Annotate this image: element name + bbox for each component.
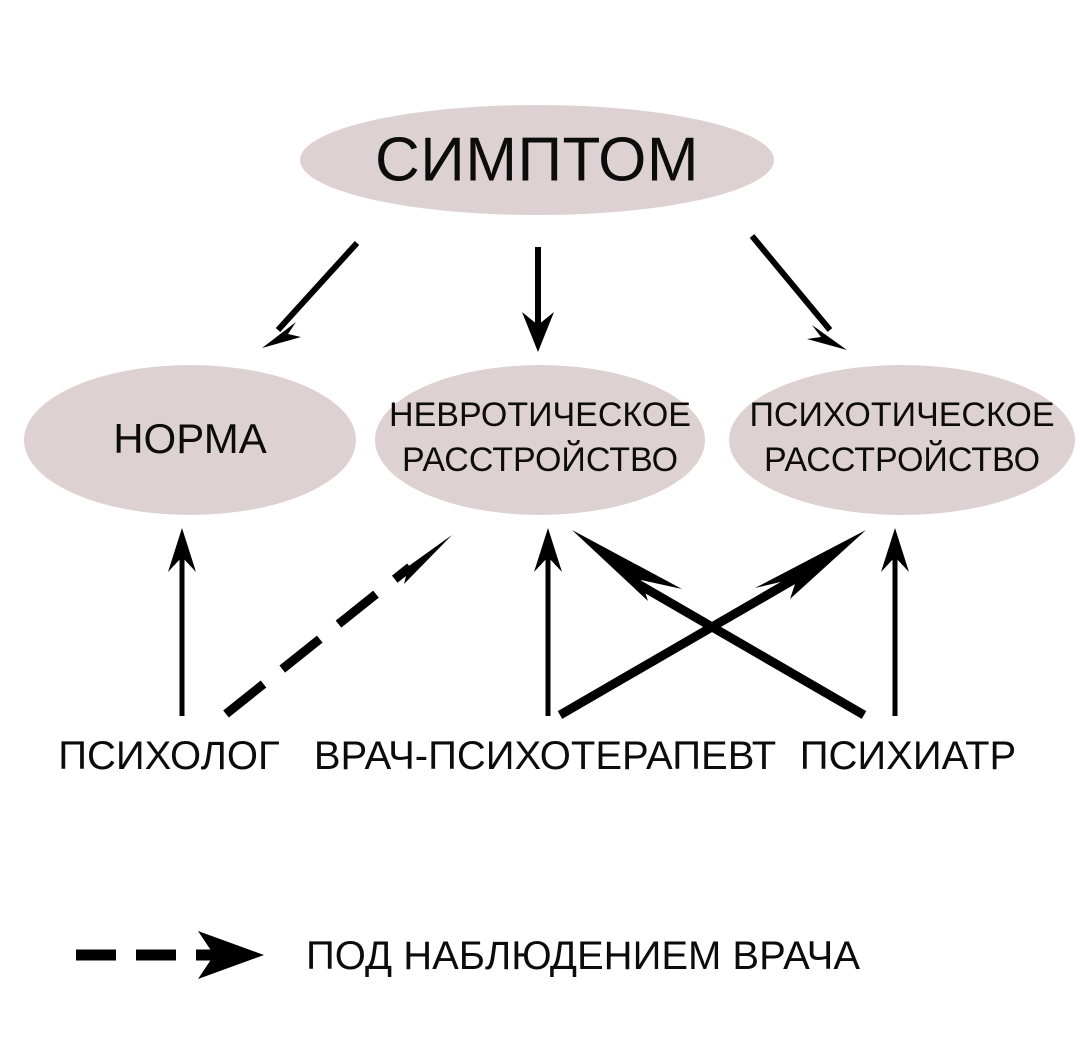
edge-psychologist-to-norm-arrowhead: [168, 528, 196, 572]
neurotic-label-line2: РАССТРОЙСТВО: [402, 441, 678, 479]
edge-psychologist-to-norm: [168, 528, 196, 716]
edge-psychiatrist-to-psychotic-arrowhead: [881, 528, 909, 572]
edge-psychologist-to-neurotic-arrowhead: [392, 535, 452, 584]
edge-psychiatrist-to-neurotic-line: [635, 580, 867, 719]
neurotic-ellipse: [375, 365, 705, 515]
symptom-label: СИМПТОМ: [375, 125, 699, 194]
node-symptom[interactable]: СИМПТОМ: [300, 105, 774, 215]
symptom-ellipse: [300, 105, 774, 215]
edge-symptom-to-norm-line: [275, 240, 360, 333]
edge-psychotherapist-to-psychotic: [557, 530, 866, 719]
edge-psychologist-to-neurotic-line: [223, 563, 413, 718]
node-psychotic[interactable]: ПСИХОТИЧЕСКОЕ РАССТРОЙСТВО: [729, 365, 1075, 515]
edge-symptom-to-psychotic: [749, 234, 847, 350]
edge-symptom-to-norm-arrowhead: [262, 322, 301, 348]
psychotic-label-line1: ПСИХОТИЧЕСКОЕ: [749, 396, 1054, 434]
psychotic-label-line2: РАССТРОЙСТВО: [764, 441, 1040, 479]
norm-ellipse: [24, 365, 356, 515]
role-label-psychologist: ПСИХОЛОГ: [58, 734, 279, 778]
edge-psychiatrist-to-neurotic-arrowhead: [572, 530, 682, 601]
edge-symptom-to-neurotic: [522, 247, 554, 352]
edge-symptom-to-neurotic-arrowhead: [522, 312, 554, 352]
dashed-arrow-icon: [76, 931, 264, 979]
legend-arrowhead: [198, 931, 264, 979]
edge-psychologist-to-neurotic: [223, 535, 452, 718]
node-norm[interactable]: НОРМА: [24, 365, 356, 515]
edge-psychotherapist-to-neurotic-arrowhead: [534, 528, 562, 572]
edge-psychiatrist-to-neurotic: [572, 530, 867, 719]
edge-symptom-to-norm: [262, 240, 360, 348]
edge-symptom-to-psychotic-line: [749, 234, 833, 332]
edge-psychiatrist-to-psychotic: [881, 528, 909, 716]
edge-psychotherapist-to-psychotic-line: [557, 572, 803, 719]
psychotic-ellipse: [729, 365, 1075, 515]
role-label-psychotherapist: ВРАЧ-ПСИХОТЕРАПЕВТ: [314, 734, 776, 778]
legend-label: ПОД НАБЛЮДЕНИЕМ ВРАЧА: [306, 934, 860, 978]
role-label-psychiatrist: ПСИХИАТР: [800, 734, 1016, 778]
legend: ПОД НАБЛЮДЕНИЕМ ВРАЧА: [76, 931, 860, 979]
neurotic-label-line1: НЕВРОТИЧЕСКОЕ: [389, 396, 691, 434]
edge-symptom-to-psychotic-arrowhead: [807, 325, 847, 350]
edge-psychotherapist-to-neurotic: [534, 528, 562, 716]
edge-psychotherapist-to-psychotic-arrowhead: [755, 530, 866, 599]
node-neurotic[interactable]: НЕВРОТИЧЕСКОЕ РАССТРОЙСТВО: [375, 365, 705, 515]
norm-label: НОРМА: [113, 415, 267, 462]
